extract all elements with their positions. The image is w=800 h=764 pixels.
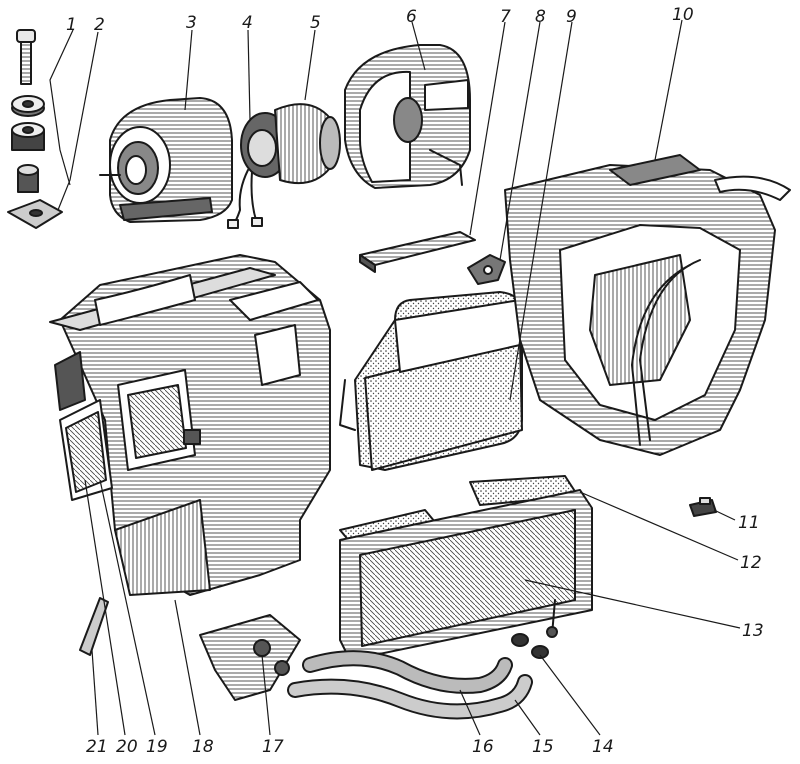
label-16: 16 bbox=[472, 737, 494, 757]
label-20: 20 bbox=[116, 737, 138, 757]
leader-lines bbox=[49, 19, 741, 736]
blower-motor-with-impeller bbox=[227, 103, 341, 229]
label-14: 14 bbox=[592, 737, 614, 757]
label-6: 6 bbox=[406, 7, 417, 27]
retaining-clip bbox=[79, 597, 109, 656]
blower-housing-right-half bbox=[344, 44, 471, 189]
radiator-core-with-seal bbox=[339, 291, 523, 471]
part-number-labels: 1 2 3 4 5 6 7 8 9 10 11 12 13 14 15 16 1… bbox=[66, 5, 764, 757]
label-11: 11 bbox=[738, 513, 760, 533]
clip-small bbox=[689, 497, 717, 517]
label-17: 17 bbox=[262, 737, 284, 757]
label-2: 2 bbox=[94, 15, 105, 35]
heater-radiator bbox=[339, 475, 593, 661]
label-8: 8 bbox=[535, 7, 546, 27]
heater-housing-left bbox=[49, 254, 331, 596]
label-1: 1 bbox=[66, 15, 77, 35]
label-10: 10 bbox=[672, 5, 694, 25]
label-5: 5 bbox=[310, 13, 321, 33]
label-3: 3 bbox=[186, 13, 197, 33]
label-9: 9 bbox=[566, 7, 577, 27]
air-flap-plate bbox=[359, 231, 476, 273]
label-4: 4 bbox=[242, 13, 253, 33]
label-21: 21 bbox=[86, 737, 108, 757]
side-flap-and-frame bbox=[54, 351, 113, 501]
label-19: 19 bbox=[146, 737, 168, 757]
label-18: 18 bbox=[192, 737, 214, 757]
label-7: 7 bbox=[500, 7, 511, 27]
tap-bracket bbox=[199, 614, 301, 701]
tube-caps bbox=[511, 633, 549, 659]
fastener-stack bbox=[7, 29, 63, 229]
coolant-hoses bbox=[287, 650, 533, 720]
heater-housing-right bbox=[504, 154, 791, 456]
label-15: 15 bbox=[532, 737, 554, 757]
label-13: 13 bbox=[742, 621, 764, 641]
blower-housing-left-half bbox=[99, 97, 233, 223]
lever-bracket bbox=[467, 254, 506, 285]
label-12: 12 bbox=[740, 553, 762, 573]
